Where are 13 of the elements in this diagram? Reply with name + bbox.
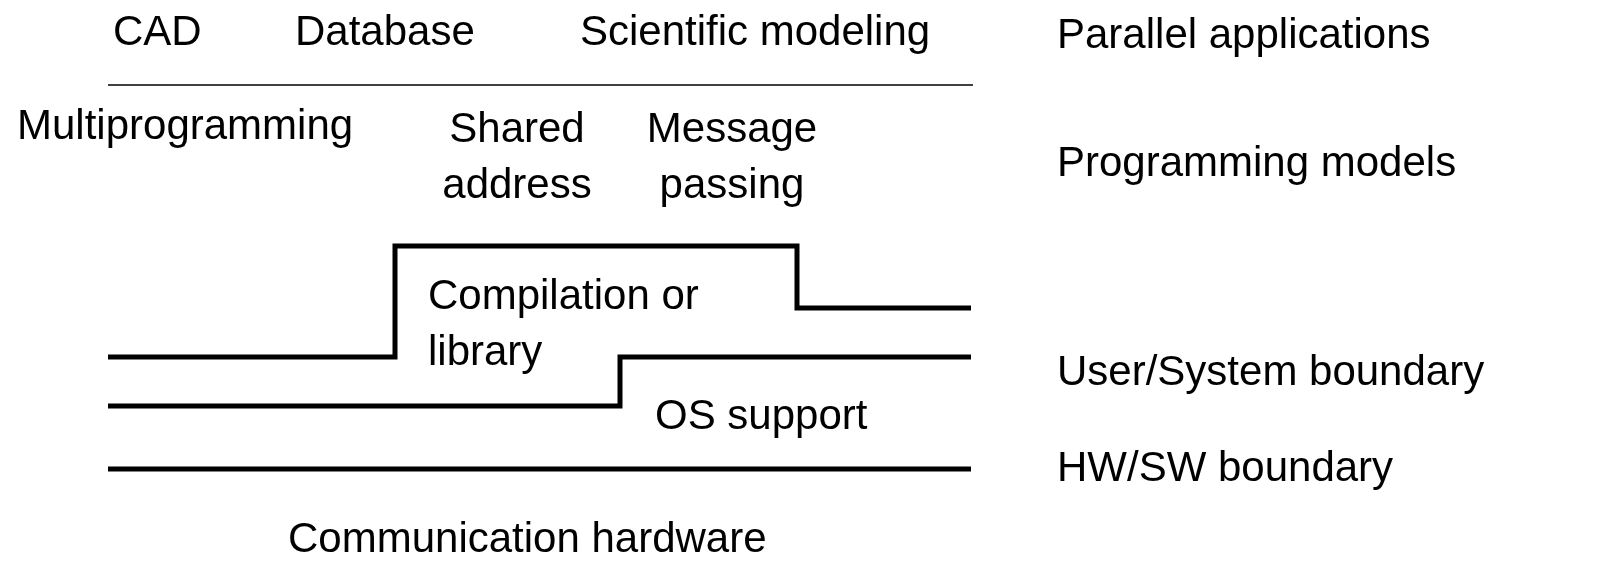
layer-label: Multiprogramming [17, 100, 354, 150]
layer-label: Scientific modeling [580, 6, 931, 56]
layer-label: CAD [113, 6, 202, 56]
layer-label: HW/SW boundary [1057, 442, 1394, 492]
layer-label: User/System boundary [1057, 346, 1485, 396]
layer-label: Communication hardware [288, 513, 767, 561]
layer-label: Programming models [1057, 137, 1457, 187]
layer-label: OS support [655, 390, 868, 440]
layer-label: Compilation or library [428, 270, 700, 376]
layer-label: Database [295, 6, 475, 56]
layer-label: Parallel applications [1057, 9, 1431, 59]
layer-label: Shared address [441, 103, 593, 209]
layer-label: Message passing [645, 103, 819, 209]
